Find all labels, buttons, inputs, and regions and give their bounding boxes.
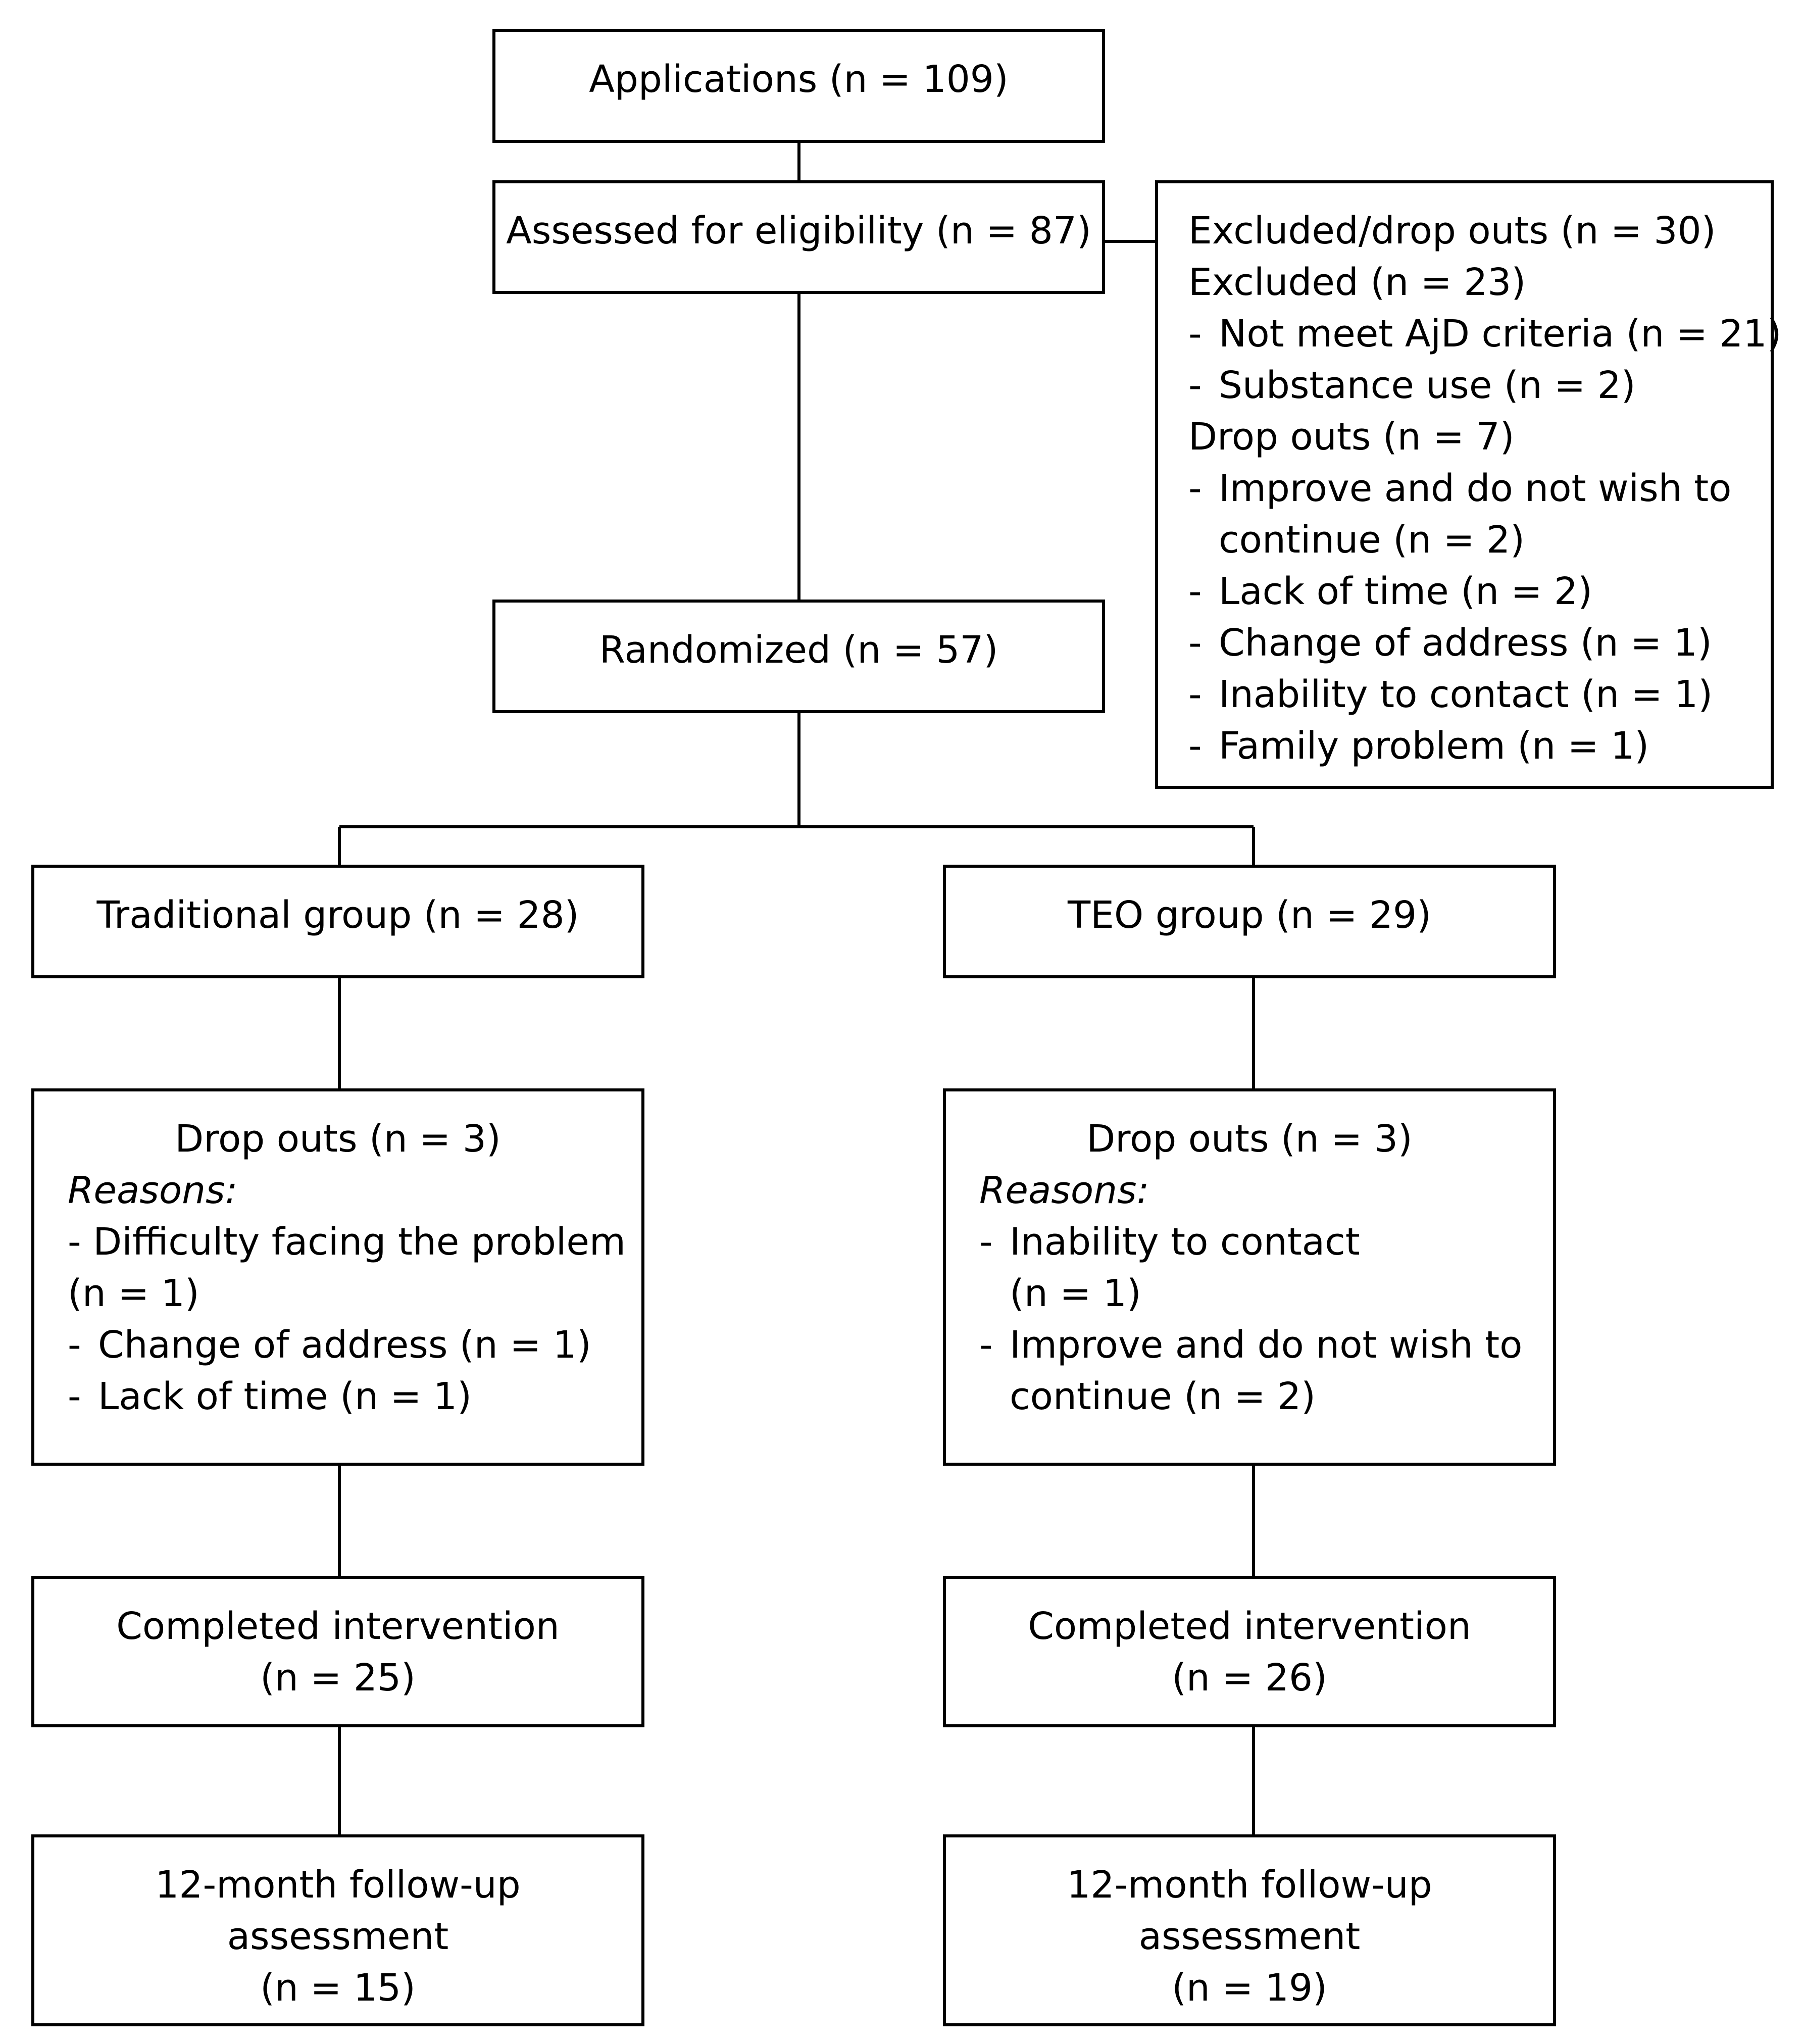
excluded-item-text: Substance use (n = 2)	[1219, 364, 1636, 407]
teo-followup-line2: assessment	[1138, 1915, 1361, 1958]
dropout-item: - Family problem (n = 1)	[1188, 720, 1771, 772]
teo-completed-box: Completed intervention (n = 26)	[943, 1576, 1556, 1727]
excluded-title: Excluded (n = 23)	[1188, 261, 1526, 304]
teo-reason-item: - Improve and do not wish to continue (n…	[979, 1319, 1553, 1422]
teo-reason-text: Inability to contact	[1010, 1220, 1360, 1264]
traditional-group-box: Traditional group (n = 28)	[31, 865, 644, 978]
excluded-item: - Substance use (n = 2)	[1188, 360, 1771, 411]
dropout-item-text: Lack of time (n = 2)	[1219, 570, 1592, 613]
dropout-item-dash: -	[1188, 673, 1202, 716]
randomized-box: Randomized (n = 57)	[492, 600, 1105, 713]
excluded-box: Excluded/drop outs (n = 30) Excluded (n …	[1155, 180, 1781, 789]
traditional-dropouts-title: Drop outs (n = 3)	[175, 1117, 501, 1161]
teo-reason-dash: -	[979, 1220, 993, 1264]
traditional-reason-item: - Change of address (n = 1)	[68, 1319, 641, 1371]
teo-reason-item: - Inability to contact (n = 1)	[979, 1216, 1553, 1319]
dropout-item-dash: -	[1188, 724, 1202, 768]
traditional-followup-line1: 12-month follow-up	[155, 1863, 521, 1907]
teo-completed-line1: Completed intervention	[1028, 1605, 1471, 1648]
excluded-item-text: Not meet AjD criteria (n = 21)	[1219, 312, 1782, 356]
traditional-followup-line3: (n = 15)	[260, 1966, 416, 2010]
dropout-item: - Lack of time (n = 2)	[1188, 566, 1771, 617]
traditional-group-text: Traditional group (n = 28)	[96, 893, 579, 937]
teo-dropouts-box: Drop outs (n = 3) Reasons: - Inability t…	[943, 1088, 1556, 1466]
teo-group-text: TEO group (n = 29)	[1067, 893, 1432, 937]
teo-followup-line1: 12-month follow-up	[1067, 1863, 1432, 1907]
assessed-text: Assessed for eligibility (n = 87)	[506, 209, 1091, 253]
dropout-item: - Change of address (n = 1)	[1188, 617, 1771, 669]
traditional-completed-line1: Completed intervention	[116, 1605, 560, 1648]
excluded-item-dash: -	[1188, 364, 1202, 407]
traditional-completed-line2: (n = 25)	[260, 1656, 416, 1700]
traditional-reason-text: Change of address (n = 1)	[98, 1323, 591, 1367]
teo-reason-dash: -	[979, 1323, 993, 1367]
dropout-item: - Improve and do not wish to continue (n…	[1188, 463, 1771, 566]
dropout-item-dash: -	[1188, 570, 1202, 613]
assessed-box: Assessed for eligibility (n = 87)	[492, 180, 1105, 294]
traditional-reason-item: - Lack of time (n = 1)	[68, 1371, 641, 1422]
dropout-item-text: Change of address (n = 1)	[1219, 621, 1712, 665]
traditional-followup-box: 12-month follow-up assessment (n = 15)	[31, 1834, 644, 2026]
traditional-reason-1-line2: (n = 1)	[68, 1272, 199, 1315]
teo-reason-text: (n = 1)	[1010, 1272, 1141, 1315]
excluded-item: - Not meet AjD criteria (n = 21)	[1188, 308, 1781, 360]
traditional-reason-dash: -	[68, 1375, 81, 1418]
dropout-item: - Inability to contact (n = 1)	[1188, 669, 1771, 720]
excluded-heading: Excluded/drop outs (n = 30)	[1188, 209, 1716, 253]
dropout-item-text: continue (n = 2)	[1219, 518, 1525, 562]
excluded-item-dash: -	[1188, 312, 1202, 356]
traditional-followup-line2: assessment	[227, 1915, 449, 1958]
applications-box: Applications (n = 109)	[492, 29, 1105, 143]
teo-followup-box: 12-month follow-up assessment (n = 19)	[943, 1834, 1556, 2026]
applications-text: Applications (n = 109)	[589, 58, 1009, 101]
traditional-completed-box: Completed intervention (n = 25)	[31, 1576, 644, 1727]
teo-group-box: TEO group (n = 29)	[943, 865, 1556, 978]
traditional-dropouts-box: Drop outs (n = 3) Reasons: - Difficulty …	[31, 1088, 644, 1466]
teo-followup-line3: (n = 19)	[1172, 1966, 1327, 2010]
dropout-item-dash: -	[1188, 467, 1202, 510]
dropout-item-text: Inability to contact (n = 1)	[1219, 673, 1713, 716]
traditional-reason-dash: -	[68, 1323, 81, 1367]
traditional-reason-text: Lack of time (n = 1)	[98, 1375, 472, 1418]
traditional-reason-1-line1: - Difficulty facing the problem	[68, 1220, 626, 1264]
randomized-text: Randomized (n = 57)	[599, 628, 998, 672]
excluded-dropouts-title: Drop outs (n = 7)	[1188, 415, 1515, 459]
dropout-item-dash: -	[1188, 621, 1202, 665]
dropout-item-text: Improve and do not wish to	[1219, 467, 1732, 510]
teo-dropouts-title: Drop outs (n = 3)	[1086, 1117, 1413, 1161]
dropout-item-text: Family problem (n = 1)	[1219, 724, 1649, 768]
teo-reason-text: Improve and do not wish to	[1010, 1323, 1523, 1367]
traditional-reasons-label: Reasons:	[68, 1169, 238, 1212]
teo-completed-line2: (n = 26)	[1172, 1656, 1327, 1700]
teo-reasons-label: Reasons:	[979, 1169, 1149, 1212]
teo-reason-text: continue (n = 2)	[1010, 1375, 1316, 1418]
